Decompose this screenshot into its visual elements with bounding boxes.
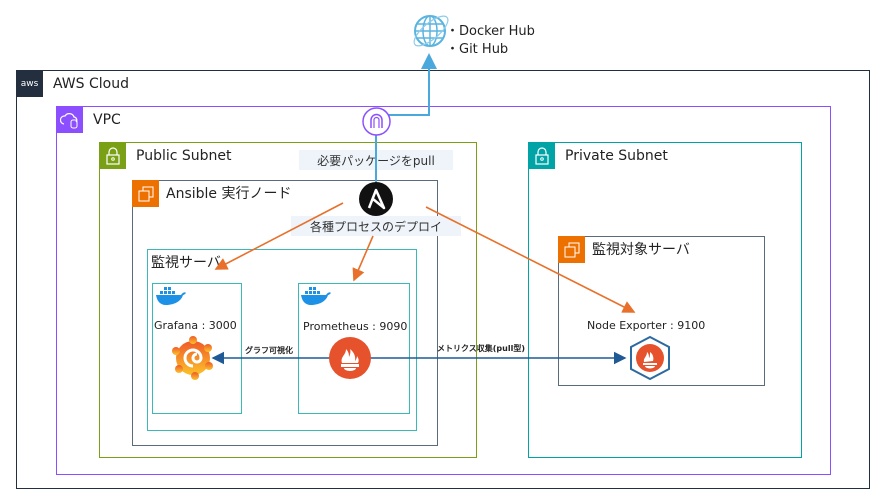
target-server-label: 監視対象サーバ (592, 242, 690, 258)
vpc-cloud-icon (56, 106, 83, 133)
monitor-server-group: 監視サーバ (147, 249, 417, 431)
node-exporter-label: Node Exporter : 9100 (587, 319, 706, 332)
ansible-node-group: Ansible 実行ノード (132, 180, 438, 446)
internet-line (375, 53, 437, 182)
aws-cloud-group: aws AWS Cloud (16, 70, 870, 489)
deploy-arrow-grafana (214, 202, 344, 270)
private-subnet-group: Private Subnet (528, 142, 802, 458)
ec2-instance-icon (558, 236, 585, 263)
deploy-arrow-node-exporter (425, 206, 636, 313)
lock-icon (528, 142, 555, 169)
visualize-edge-label: グラフ可視化 (245, 346, 293, 355)
grafana-icon (171, 336, 215, 380)
prometheus-label: Prometheus : 9090 (303, 320, 408, 333)
docker-icon (155, 286, 187, 306)
target-server-group: 監視対象サーバ (558, 236, 765, 386)
ec2-instance-icon (132, 180, 159, 207)
vpc-group: VPC (56, 106, 831, 475)
grafana-container (152, 283, 242, 414)
private-subnet-label: Private Subnet (565, 148, 668, 164)
internet-gateway-icon (362, 107, 391, 136)
public-subnet-group: Public Subnet (99, 142, 477, 458)
docker-icon (300, 286, 332, 306)
node-exporter-icon (628, 335, 672, 381)
vpc-label: VPC (93, 112, 121, 128)
prometheus-container (298, 283, 410, 414)
ansible-logo-icon (358, 181, 394, 217)
external-item-git-hub: ・Git Hub (446, 42, 509, 57)
lock-icon (99, 142, 126, 169)
aws-logo-icon: aws (16, 70, 43, 97)
aws-cloud-label: AWS Cloud (53, 76, 129, 92)
prometheus-icon (329, 337, 371, 379)
external-item-docker-hub: ・Docker Hub (446, 24, 535, 39)
public-subnet-label: Public Subnet (136, 148, 232, 164)
deploy-note: 各種プロセスのデプロイ (291, 216, 461, 236)
grafana-label: Grafana : 3000 (154, 319, 237, 332)
internet-globe-icon (410, 11, 452, 51)
collect-edge-label: メトリクス収集(pull型) (437, 344, 525, 353)
deploy-arrow-prometheus (352, 235, 374, 282)
monitor-server-label: 監視サーバ (151, 255, 221, 271)
ansible-node-label: Ansible 実行ノード (166, 186, 292, 202)
